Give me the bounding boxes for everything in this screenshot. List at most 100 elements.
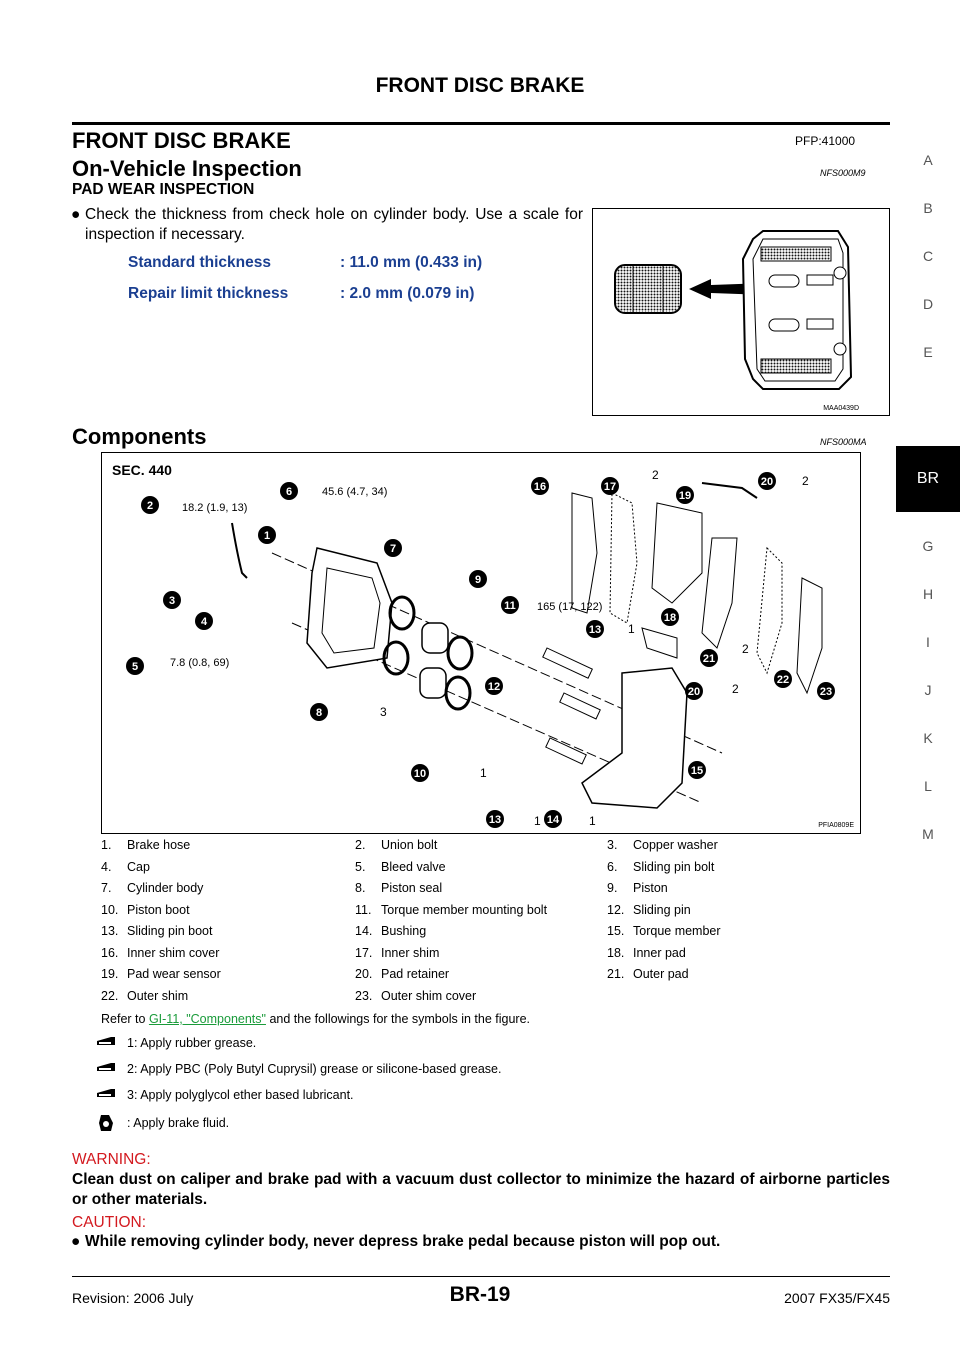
legend-label: Union bolt bbox=[381, 838, 438, 852]
legend-label: Pad wear sensor bbox=[127, 967, 221, 981]
piston-boot bbox=[446, 635, 474, 671]
legend-label: Outer shim bbox=[127, 988, 189, 1003]
legend-label: Piston boot bbox=[127, 902, 190, 917]
index-c[interactable]: C bbox=[922, 248, 934, 264]
legend-label: Bleed valve bbox=[381, 859, 446, 874]
warning-text: Clean dust on caliper and brake pad with… bbox=[72, 1171, 890, 1208]
legend-label: Outer shim cover bbox=[381, 988, 477, 1003]
legend-number: 16. bbox=[101, 945, 119, 960]
piston-seal bbox=[388, 595, 416, 631]
index-g[interactable]: G bbox=[922, 538, 934, 554]
grease-note: 3 bbox=[380, 705, 387, 719]
callout-18: 18 bbox=[664, 612, 676, 624]
callout-14: 14 bbox=[547, 814, 560, 826]
legend-label: Bushing bbox=[381, 924, 427, 938]
sliding-pin bbox=[545, 737, 587, 765]
torque-label: 7.8 (0.8, 69) bbox=[170, 657, 229, 669]
callout-9: 9 bbox=[475, 574, 481, 586]
symbol-text: 1: Apply rubber grease. bbox=[127, 1036, 257, 1050]
piston bbox=[419, 667, 447, 699]
spec-label: Repair limit thickness bbox=[128, 285, 289, 302]
legend-label: Pad retainer bbox=[381, 967, 450, 981]
piston-seal bbox=[382, 640, 410, 676]
legend-number: 20. bbox=[355, 967, 373, 981]
gi-11-link[interactable]: GI-11, "Components" bbox=[148, 1012, 266, 1026]
torque-label: 165 (17, 122) bbox=[537, 601, 602, 613]
legend-number: 15. bbox=[607, 924, 625, 938]
grease-icon bbox=[97, 1089, 115, 1097]
callout-15: 15 bbox=[691, 765, 703, 777]
refer-post: and the followings for the symbols in th… bbox=[265, 1012, 531, 1026]
callout-2: 2 bbox=[147, 500, 153, 512]
index-e[interactable]: E bbox=[923, 344, 933, 360]
callout-3: 3 bbox=[169, 595, 175, 607]
index-i[interactable]: I bbox=[926, 634, 930, 650]
grease-note: 1 bbox=[480, 766, 487, 780]
caution-title: CAUTION: bbox=[72, 1214, 147, 1231]
refer-pre: Refer to bbox=[101, 1012, 149, 1026]
caution-body: While removing cylinder body, never depr… bbox=[85, 1233, 721, 1250]
callout-22: 22 bbox=[777, 674, 789, 686]
sliding-pin bbox=[559, 692, 601, 720]
sliding-pin bbox=[542, 647, 593, 679]
legend-number: 4. bbox=[101, 859, 112, 874]
legend-number: 11. bbox=[355, 902, 372, 917]
legend-label: Inner pad bbox=[633, 945, 686, 960]
legend-number: 22. bbox=[101, 988, 119, 1003]
pad-check-figure: MAA0439D bbox=[592, 208, 890, 416]
index-br-active[interactable]: BR bbox=[896, 446, 960, 512]
index-b[interactable]: B bbox=[923, 200, 933, 216]
legend-label: Cylinder body bbox=[127, 881, 204, 895]
index-k[interactable]: K bbox=[923, 730, 933, 746]
index-m[interactable]: M bbox=[922, 826, 934, 842]
grease-note: 1 bbox=[589, 814, 596, 828]
grease-note: 1 bbox=[534, 814, 541, 828]
caliper-illustration bbox=[614, 230, 853, 390]
footer-model: 2007 FX35/FX45 bbox=[784, 1290, 890, 1306]
legend-number: 18. bbox=[607, 945, 625, 960]
callout-1: 1 bbox=[264, 530, 270, 542]
outer-pad bbox=[701, 537, 738, 649]
legend-label: Piston seal bbox=[381, 881, 443, 895]
footer-revision: Revision: 2006 July bbox=[72, 1290, 194, 1306]
footer-page-number: BR-19 bbox=[449, 1283, 511, 1306]
callout-12: 12 bbox=[488, 681, 500, 693]
section-pfp: PFP:41000 bbox=[795, 134, 856, 148]
legend-label: Sliding pin boot bbox=[127, 924, 213, 938]
grease-note: 2 bbox=[732, 682, 739, 696]
callout-20: 20 bbox=[761, 476, 773, 488]
inspection-bullet: ● Check the thickness from check hole on… bbox=[71, 205, 583, 245]
figure-code: PFIA0809E bbox=[818, 822, 854, 829]
callout-6: 6 bbox=[286, 486, 292, 498]
cylinder-body-inner bbox=[321, 567, 381, 654]
symbol-text: : Apply brake fluid. bbox=[127, 1116, 230, 1130]
inner-shim-cover bbox=[571, 492, 598, 614]
brake-hose bbox=[231, 522, 248, 579]
grease-icon bbox=[97, 1063, 115, 1071]
index-l[interactable]: L bbox=[924, 778, 932, 794]
index-h[interactable]: H bbox=[922, 586, 934, 602]
callout-17: 17 bbox=[604, 481, 616, 493]
index-d[interactable]: D bbox=[922, 296, 934, 312]
exploded-view-figure: SEC. 440 18.2 (1.9, 13) 45.6 (4.7, bbox=[101, 452, 861, 834]
symbol-text: 2: Apply PBC (Poly Butyl Cuprysil) greas… bbox=[127, 1062, 502, 1076]
index-j[interactable]: J bbox=[924, 682, 932, 698]
spec-value: : 2.0 mm (0.079 in) bbox=[340, 285, 475, 302]
legend-label: Copper washer bbox=[633, 838, 718, 852]
outer-shim bbox=[756, 546, 783, 675]
components-code: NFS000MA bbox=[820, 437, 867, 447]
inspection-title: On-Vehicle Inspection bbox=[72, 156, 302, 181]
inspection-code: NFS000M9 bbox=[820, 168, 866, 178]
exploded-view: SEC. 440 18.2 (1.9, 13) 45.6 (4.7, bbox=[112, 462, 835, 828]
callout-10: 10 bbox=[414, 768, 426, 780]
spec-value: : 11.0 mm (0.433 in) bbox=[340, 254, 483, 271]
legend-number: 2. bbox=[355, 838, 366, 852]
legend-number: 9. bbox=[607, 881, 618, 895]
grease-icon bbox=[97, 1037, 115, 1045]
inner-shim bbox=[609, 492, 638, 624]
legend-number: 5. bbox=[355, 859, 366, 874]
torque-label: 45.6 (4.7, 34) bbox=[322, 486, 387, 498]
index-a[interactable]: A bbox=[923, 152, 933, 168]
